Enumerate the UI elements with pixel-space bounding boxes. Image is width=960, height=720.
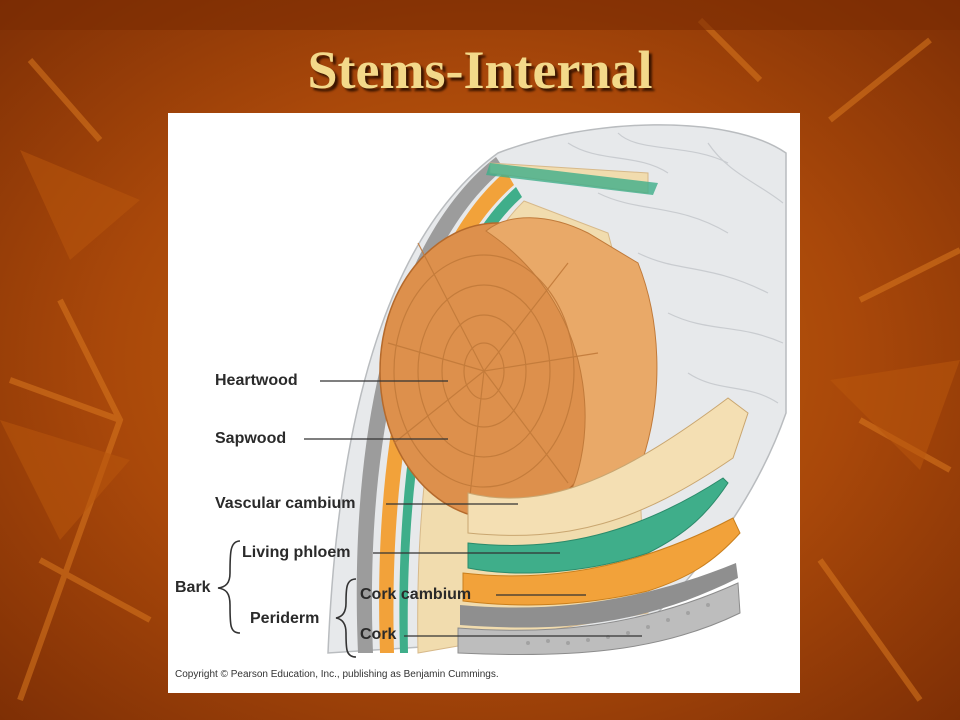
cork-cambium-strip bbox=[460, 563, 738, 628]
sapwood-strip bbox=[467, 397, 749, 536]
label-periderm: Periderm bbox=[250, 610, 320, 627]
label-heartwood: Heartwood bbox=[215, 372, 298, 389]
stem-cross-section-figure: Heartwood Sapwood Vascular cambium Livin… bbox=[168, 113, 800, 693]
label-cork: Cork bbox=[360, 626, 397, 643]
page-title: Stems-Internal bbox=[307, 40, 653, 100]
label-vascular-cambium: Vascular cambium bbox=[215, 495, 356, 512]
label-sapwood: Sapwood bbox=[215, 430, 287, 447]
label-bark: Bark bbox=[175, 579, 211, 596]
label-living-phloem: Living phloem bbox=[242, 544, 351, 561]
phloem-strip bbox=[462, 517, 741, 606]
label-cork-cambium: Cork cambium bbox=[360, 586, 472, 603]
cork-strip bbox=[457, 582, 741, 656]
stem-illustration bbox=[217, 124, 787, 658]
vascular-cambium-strip bbox=[467, 477, 729, 574]
copyright-notice: Copyright © Pearson Education, Inc., pub… bbox=[175, 669, 499, 680]
